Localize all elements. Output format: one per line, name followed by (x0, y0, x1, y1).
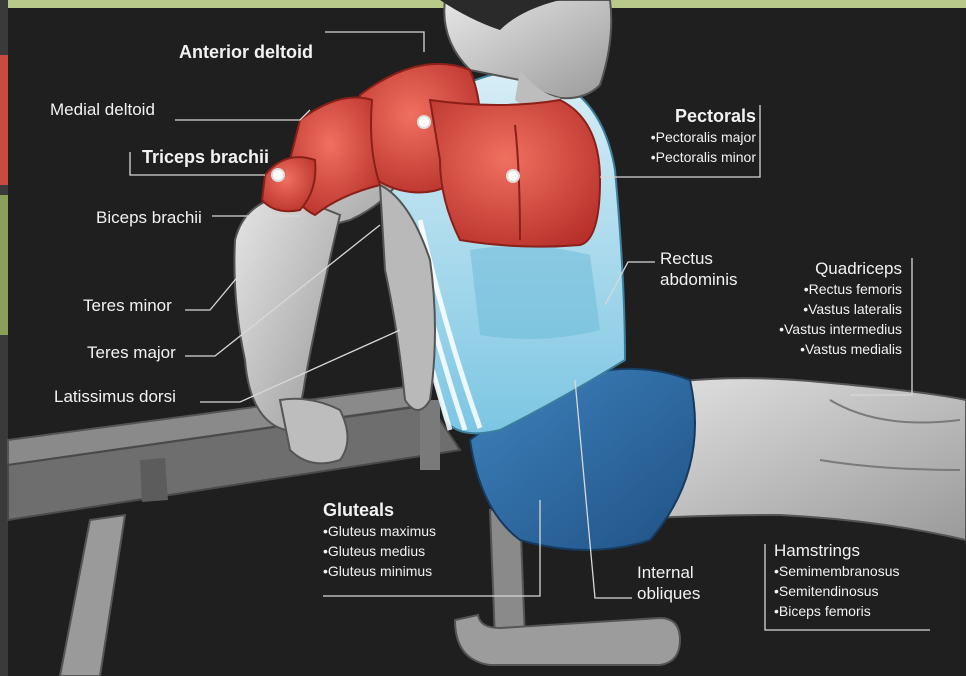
quadriceps-group: Quadriceps Rectus femoris Vastus lateral… (779, 258, 902, 359)
label-teres-major: Teres major (87, 342, 176, 363)
label-obliques: obliques (637, 583, 700, 604)
label-biceps-brachii: Biceps brachii (96, 207, 202, 228)
label-semitendinosus: Semitendinosus (774, 581, 900, 601)
left-accent-green (0, 195, 8, 335)
label-vastus-lateralis: Vastus lateralis (779, 299, 902, 319)
label-hamstrings: Hamstrings (774, 540, 900, 561)
label-triceps-brachii: Triceps brachii (142, 147, 269, 168)
label-abdominis: abdominis (660, 269, 738, 290)
label-vastus-medialis: Vastus medialis (779, 339, 902, 359)
label-pectoralis-minor: Pectoralis minor (651, 147, 756, 167)
label-quadriceps: Quadriceps (779, 258, 902, 279)
label-medial-deltoid: Medial deltoid (50, 99, 155, 120)
label-biceps-femoris: Biceps femoris (774, 601, 900, 621)
gluteals-group: Gluteals Gluteus maximus Gluteus medius … (323, 500, 436, 581)
label-latissimus-dorsi: Latissimus dorsi (54, 386, 176, 407)
label-vastus-intermedius: Vastus intermedius (779, 319, 902, 339)
marker-dot (418, 116, 430, 128)
left-accent-red (0, 55, 8, 185)
pectorals-group: Pectorals Pectoralis major Pectoralis mi… (651, 106, 756, 167)
label-pectoralis-major: Pectoralis major (651, 127, 756, 147)
label-internal: Internal (637, 562, 700, 583)
hamstrings-group: Hamstrings Semimembranosus Semitendinosu… (774, 540, 900, 621)
label-anterior-deltoid: Anterior deltoid (179, 42, 313, 63)
label-teres-minor: Teres minor (83, 295, 172, 316)
marker-dot (507, 170, 519, 182)
label-pectorals: Pectorals (651, 106, 756, 127)
rectus-abdominis-group: Rectus abdominis (660, 248, 738, 290)
label-rectus-femoris: Rectus femoris (779, 279, 902, 299)
label-gluteals: Gluteals (323, 500, 436, 521)
marker-dot (272, 169, 284, 181)
label-gluteus-maximus: Gluteus maximus (323, 521, 436, 541)
label-gluteus-medius: Gluteus medius (323, 541, 436, 561)
label-gluteus-minimus: Gluteus minimus (323, 561, 436, 581)
internal-obliques-group: Internal obliques (637, 562, 700, 604)
label-rectus: Rectus (660, 248, 738, 269)
label-semimembranosus: Semimembranosus (774, 561, 900, 581)
